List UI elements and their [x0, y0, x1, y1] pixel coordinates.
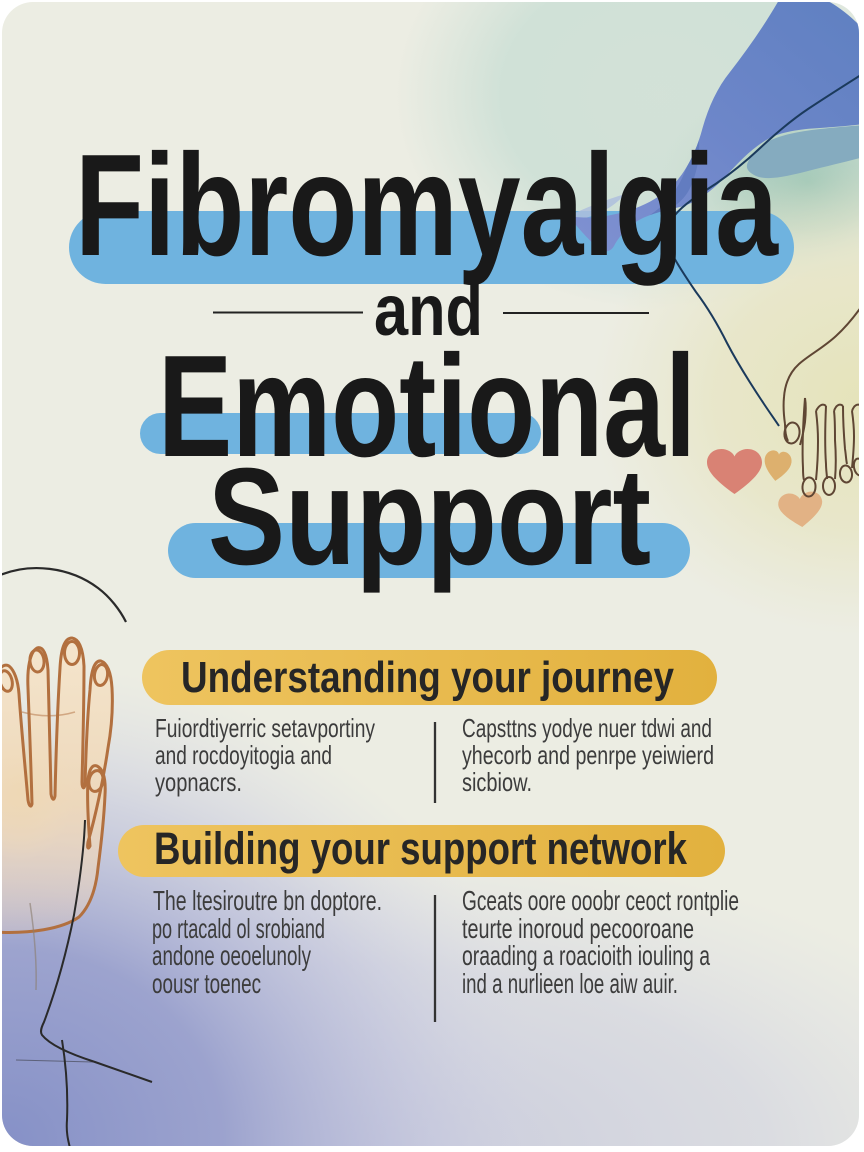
svg-text:Support: Support	[208, 440, 651, 594]
svg-text:The ltesiroutre bn doptore.: The ltesiroutre bn doptore.	[153, 885, 382, 916]
svg-text:andone oeoelunoly: andone oeoelunoly	[152, 940, 311, 971]
svg-text:po rtacald ol srobiand: po rtacald ol srobiand	[152, 913, 325, 944]
svg-text:Gceats oore ooobr ceoct rontpl: Gceats oore ooobr ceoct rontplie	[462, 885, 739, 916]
svg-text:Fibromyalgia: Fibromyalgia	[75, 124, 779, 286]
svg-text:oraading a roacioith iouling a: oraading a roacioith iouling a	[462, 940, 710, 971]
svg-text:Capsttns yodye nuer tdwi and: Capsttns yodye nuer tdwi and	[462, 713, 712, 743]
svg-text:Emotional: Emotional	[158, 325, 696, 487]
svg-text:Building your support network: Building your support network	[154, 823, 688, 874]
svg-text:ind a nurlieen loe aiw auir.: ind a nurlieen loe aiw auir.	[462, 968, 678, 999]
svg-text:sicbiow.: sicbiow.	[462, 767, 532, 797]
svg-text:yopnacrs.: yopnacrs.	[155, 767, 242, 797]
svg-text:teurte inoroud pecooroane: teurte inoroud pecooroane	[462, 913, 694, 944]
svg-text:yhecorb and penrpe yeiwierd: yhecorb and penrpe yeiwierd	[462, 740, 714, 770]
svg-text:oousr toenec: oousr toenec	[152, 968, 261, 999]
svg-text:and: and	[374, 271, 483, 351]
svg-text:and rocdoyitogia and: and rocdoyitogia and	[155, 740, 332, 770]
svg-text:Fuiordtiyerric setavportiny: Fuiordtiyerric setavportiny	[155, 713, 375, 743]
svg-text:Understanding your journey: Understanding your journey	[181, 653, 674, 702]
